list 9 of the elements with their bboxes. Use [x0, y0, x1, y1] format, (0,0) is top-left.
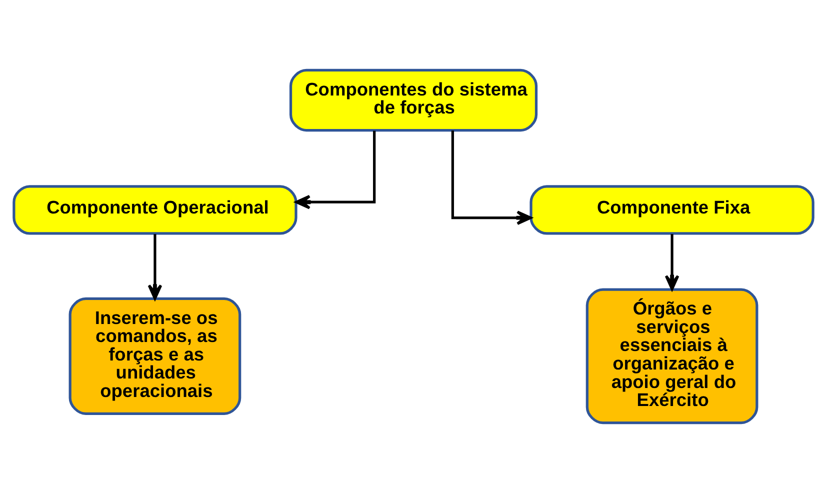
- arrow: [148, 234, 162, 300]
- node-box: Componente Fixa: [530, 184, 814, 234]
- node-box: Inserem-se os comandos, as forças e as unidades operacionais: [68, 296, 242, 414]
- node-box: Componentes do sistema de forças: [289, 68, 538, 132]
- arrow: [664, 234, 680, 290]
- arrow: [451, 130, 532, 224]
- node-box: Órgãos e serviços essenciais à organização e apoio geral do Exército: [586, 288, 758, 424]
- arrow: [295, 130, 376, 209]
- node-box: Componente Operacional: [12, 184, 298, 234]
